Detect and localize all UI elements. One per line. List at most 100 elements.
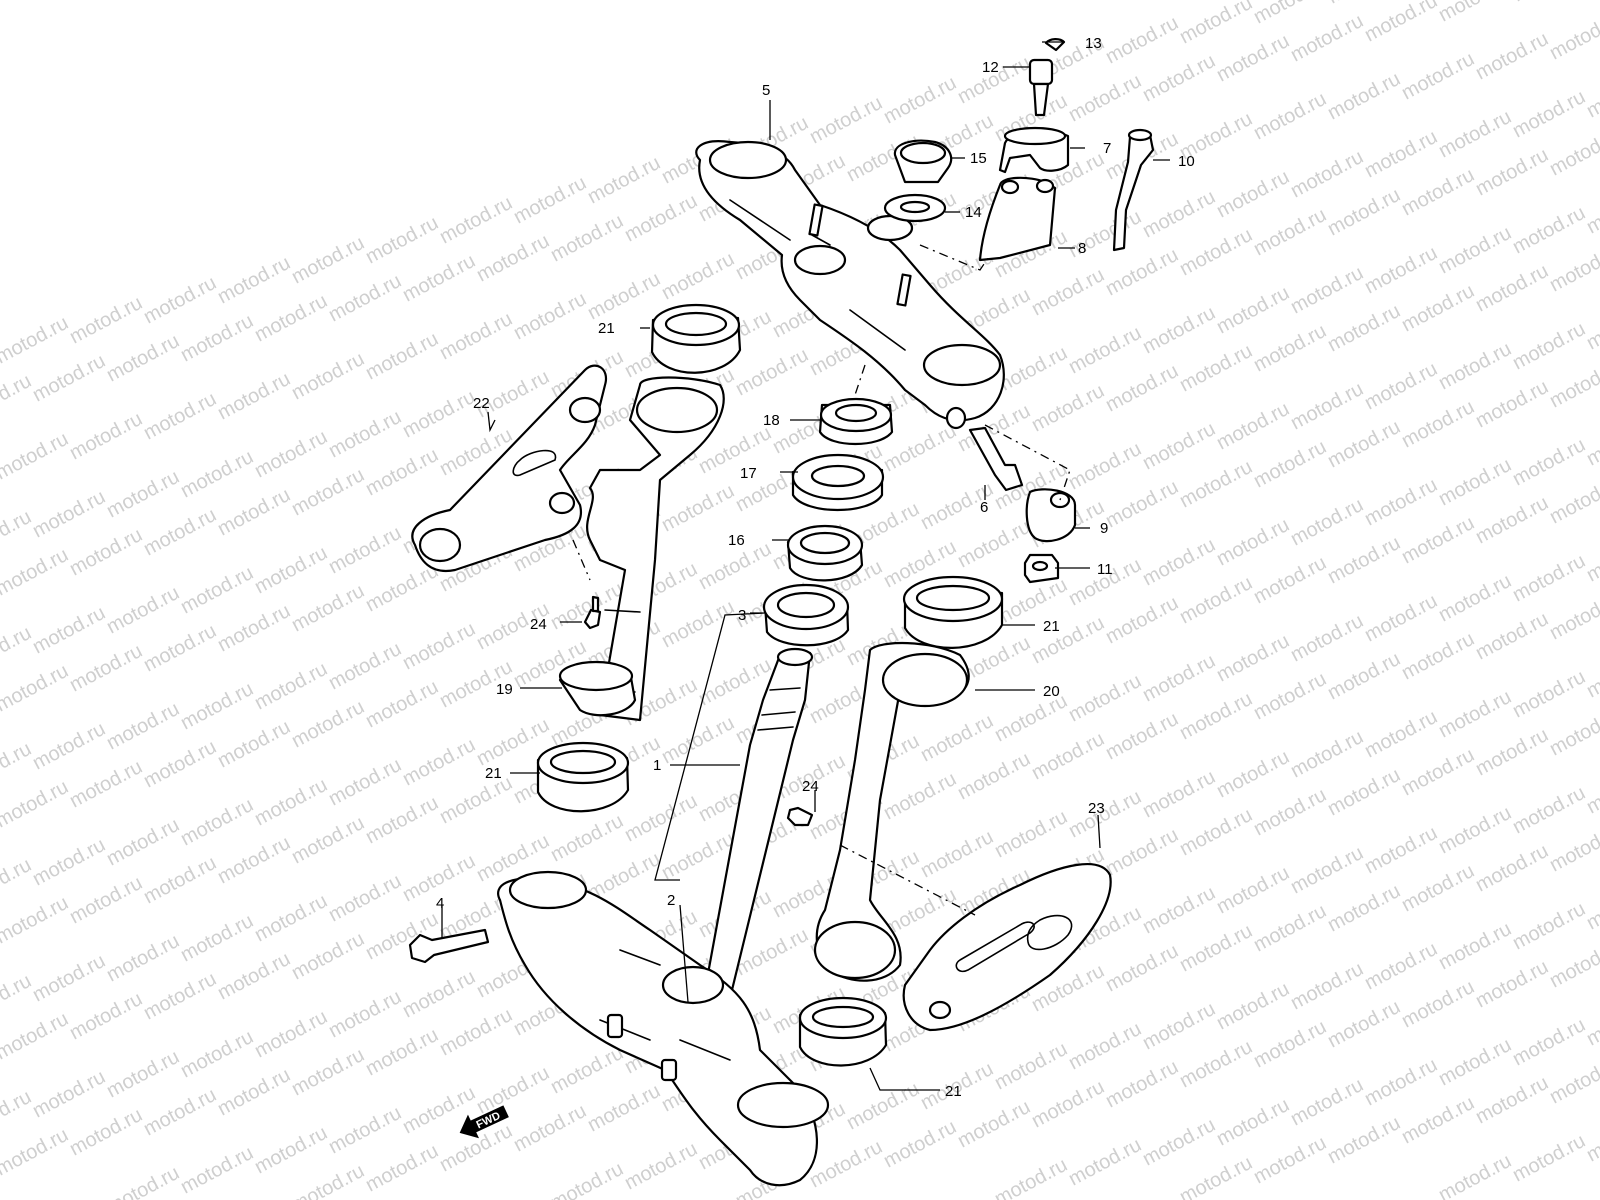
watermark-text: motod.ru (1398, 976, 1478, 1032)
watermark-text: motod.ru (177, 446, 257, 502)
watermark-text: motod.ru (1176, 224, 1256, 280)
watermark-text: motod.ru (1324, 416, 1404, 472)
watermark-text: motod.ru (1250, 320, 1330, 376)
watermark-text: motod.ru (251, 542, 331, 598)
watermark-text: motod.ru (1546, 124, 1600, 180)
watermark-text: motod.ru (0, 370, 35, 426)
watermark-text: motod.ru (251, 890, 331, 946)
watermark-text: motod.ru (1583, 182, 1600, 238)
watermark-text: motod.ru (1324, 184, 1404, 240)
lower-bearing (762, 583, 850, 647)
watermark-text: motod.ru (1398, 1092, 1478, 1148)
callouts: 13 12 5 15 7 10 14 8 21 22 18 17 16 6 9 … (436, 35, 1195, 1100)
watermark-text: motod.ru (1287, 842, 1367, 898)
watermark-text: motod.ru (1361, 590, 1441, 646)
watermark-text: motod.ru (1250, 204, 1330, 260)
pinch-bolt-lower (408, 928, 490, 964)
watermark-text: motod.ru (547, 810, 627, 866)
watermark-text: motod.ru (1583, 646, 1600, 702)
watermark-text: motod.ru (843, 1078, 923, 1134)
watermark-text: motod.ru (1472, 956, 1552, 1012)
lower-bracket (497, 870, 830, 1187)
watermark-text: motod.ru (288, 1160, 368, 1200)
watermark-text: motod.ru (288, 348, 368, 404)
watermark-text: motod.ru (1324, 300, 1404, 356)
watermark-text: motod.ru (1435, 454, 1515, 510)
watermark-text: motod.ru (1324, 0, 1404, 8)
watermark-text: motod.ru (1509, 318, 1589, 374)
watermark-text: motod.ru (1509, 666, 1589, 722)
watermark-text: motod.ru (0, 970, 35, 1026)
watermark-text: motod.ru (1546, 8, 1600, 64)
watermark-text: motod.ru (991, 1038, 1071, 1094)
watermark-text: motod.ru (288, 696, 368, 752)
watermark-text: motod.ru (1287, 10, 1367, 66)
fork-guide-left (586, 376, 725, 722)
watermark-text: motod.ru (1435, 570, 1515, 626)
watermark-text: motod.ru (1065, 438, 1145, 494)
handlebar-holder-upper (998, 126, 1070, 174)
watermark-text: motod.ru (584, 152, 664, 208)
watermark-text: motod.ru (880, 72, 960, 128)
watermark-text: motod.ru (140, 272, 220, 328)
watermark-text: motod.ru (1213, 1094, 1293, 1150)
watermark-text: motod.ru (917, 826, 997, 882)
watermark-text: motod.ru (1102, 592, 1182, 648)
watermark-text: motod.ru (288, 1044, 368, 1100)
watermark-text: motod.ru (29, 486, 109, 542)
watermark-text: motod.ru (1583, 414, 1600, 470)
watermark-text: motod.ru (436, 772, 516, 828)
watermark-text: motod.ru (1176, 688, 1256, 744)
watermark-text: motod.ru (0, 892, 72, 948)
watermark-text: motod.ru (288, 580, 368, 636)
watermark-text: motod.ru (1139, 882, 1219, 938)
stem-lock-nut (818, 397, 894, 446)
watermark-text: motod.ru (1546, 820, 1600, 876)
watermark-text: motod.ru (1213, 166, 1293, 222)
watermark-text: motod.ru (399, 250, 479, 306)
watermark-text: motod.ru (1139, 418, 1219, 474)
watermark-text: motod.ru (1028, 380, 1108, 436)
holder-cap (1044, 38, 1066, 52)
watermark-text: motod.ru (1509, 898, 1589, 954)
watermark-text: motod.ru (214, 948, 294, 1004)
watermark-text: motod.ru (1139, 998, 1219, 1054)
handlebar-holder-base (1025, 488, 1077, 543)
watermark-text: motod.ru (0, 1008, 72, 1064)
watermark-text: motod.ru (1324, 68, 1404, 124)
watermark-text: motod.ru (1102, 1056, 1182, 1112)
watermark-text: motod.ru (880, 768, 960, 824)
watermark-text: motod.ru (140, 736, 220, 792)
watermark-text: motod.ru (0, 312, 72, 368)
watermark-text: motod.ru (1472, 724, 1552, 780)
watermark-text: motod.ru (1509, 86, 1589, 142)
watermark-text: motod.ru (1583, 994, 1600, 1050)
watermark-text: motod.ru (1028, 1076, 1108, 1132)
watermark-text: motod.ru (214, 252, 294, 308)
watermark-text: motod.ru (547, 210, 627, 266)
watermark-text: motod.ru (547, 1042, 627, 1098)
watermark-text: motod.ru (29, 1066, 109, 1122)
watermark-text: motod.ru (1102, 244, 1182, 300)
watermark-text: motod.ru (1287, 726, 1367, 782)
watermark-text: motod.ru (1287, 958, 1367, 1014)
watermark-text: motod.ru (177, 678, 257, 734)
watermark-text: motod.ru (1250, 0, 1330, 28)
watermark-text: motod.ru (1065, 322, 1145, 378)
fork-guide-right (813, 642, 970, 982)
watermark-text: motod.ru (251, 1006, 331, 1062)
watermark-text: motod.ru (1509, 0, 1589, 6)
callout-21-upper-right: 21 (1043, 618, 1060, 635)
watermark-text: motod.ru (991, 1154, 1071, 1200)
watermark-text: motod.ru (66, 872, 146, 928)
watermark-text: motod.ru (362, 1140, 442, 1196)
watermark-text: motod.ru (1176, 1036, 1256, 1092)
watermark-text: motod.ru (1472, 608, 1552, 664)
watermark-text: motod.ru (29, 602, 109, 658)
watermark-text: motod.ru (1250, 552, 1330, 608)
watermark-text: motod.ru (66, 1104, 146, 1160)
watermark-text: motod.ru (1361, 0, 1441, 46)
watermark-text: motod.ru (214, 484, 294, 540)
washer (883, 193, 947, 223)
watermark-text: motod.ru (325, 754, 405, 810)
